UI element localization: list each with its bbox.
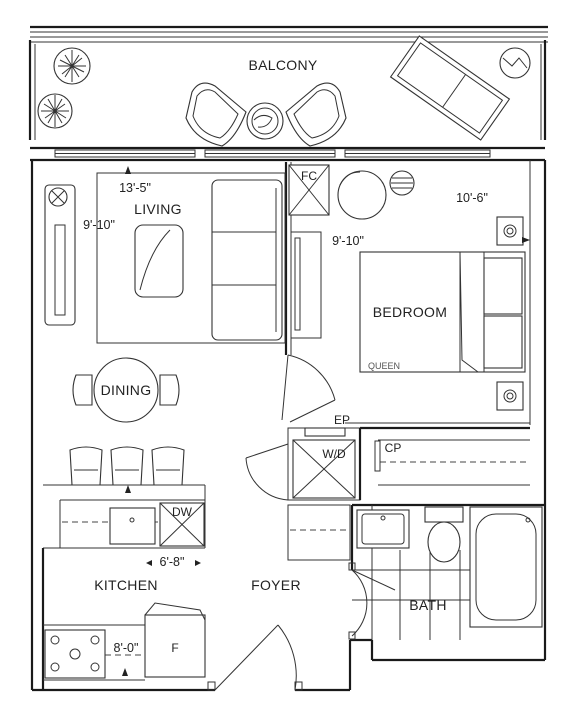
fridge xyxy=(144,602,206,678)
living-label: LIVING xyxy=(134,201,182,217)
dining-label: DINING xyxy=(101,382,152,398)
dishwasher-label: DW xyxy=(172,505,193,519)
living-room xyxy=(44,172,322,344)
bedroom xyxy=(359,216,526,411)
bedroom-depth-dimension: 9'-10" xyxy=(332,234,364,248)
dimension-arrow xyxy=(146,560,152,566)
living-depth-dimension: 9'-10" xyxy=(83,218,115,232)
doors xyxy=(207,354,396,691)
dimension-arrow xyxy=(122,668,128,676)
bedroom-width-dimension: 10'-6" xyxy=(456,191,488,205)
exterior-walls xyxy=(30,160,547,692)
balcony-area xyxy=(28,25,548,140)
window-wall xyxy=(30,146,545,162)
fireplace-label: FC xyxy=(301,169,317,183)
washer-dryer xyxy=(292,427,356,499)
bedroom-label: BEDROOM xyxy=(373,304,447,320)
dimension-arrow xyxy=(522,237,530,243)
armchair xyxy=(337,170,415,220)
kitchen-label: KITCHEN xyxy=(94,577,158,593)
dining-set xyxy=(72,357,180,423)
bath-label: BATH xyxy=(409,597,447,613)
balcony-chair-right xyxy=(285,82,347,147)
kitchen-depth-dimension: 8'-0" xyxy=(114,641,139,655)
planter-bottom-left xyxy=(37,93,73,129)
balcony-chair-left xyxy=(185,82,247,147)
foyer-label: FOYER xyxy=(251,577,301,593)
planter-right xyxy=(499,47,531,79)
cooktop xyxy=(44,629,106,679)
dimension-arrow xyxy=(125,485,131,493)
dishwasher xyxy=(159,502,205,547)
kitchen-sink xyxy=(109,507,156,545)
balcony-label: BALCONY xyxy=(248,57,317,73)
balcony-side-table xyxy=(246,102,284,140)
dimension-arrow xyxy=(125,166,131,174)
living-width-dimension: 13'-5" xyxy=(119,181,151,195)
planter-top-left xyxy=(53,47,91,85)
washer-dryer-label: W/D xyxy=(322,447,346,461)
bed-size-label: QUEEN xyxy=(368,361,400,371)
electrical-panel-label: EP xyxy=(334,413,350,427)
balcony-lounger xyxy=(389,35,511,141)
fireplace-unit xyxy=(288,164,330,216)
dimension-arrow xyxy=(195,560,201,566)
kitchen-width-dimension: 6'-8" xyxy=(160,555,185,569)
fridge-label: F xyxy=(171,641,178,655)
bathroom xyxy=(352,505,543,640)
bar-stools xyxy=(69,446,185,486)
closet-label: CP xyxy=(385,441,402,455)
